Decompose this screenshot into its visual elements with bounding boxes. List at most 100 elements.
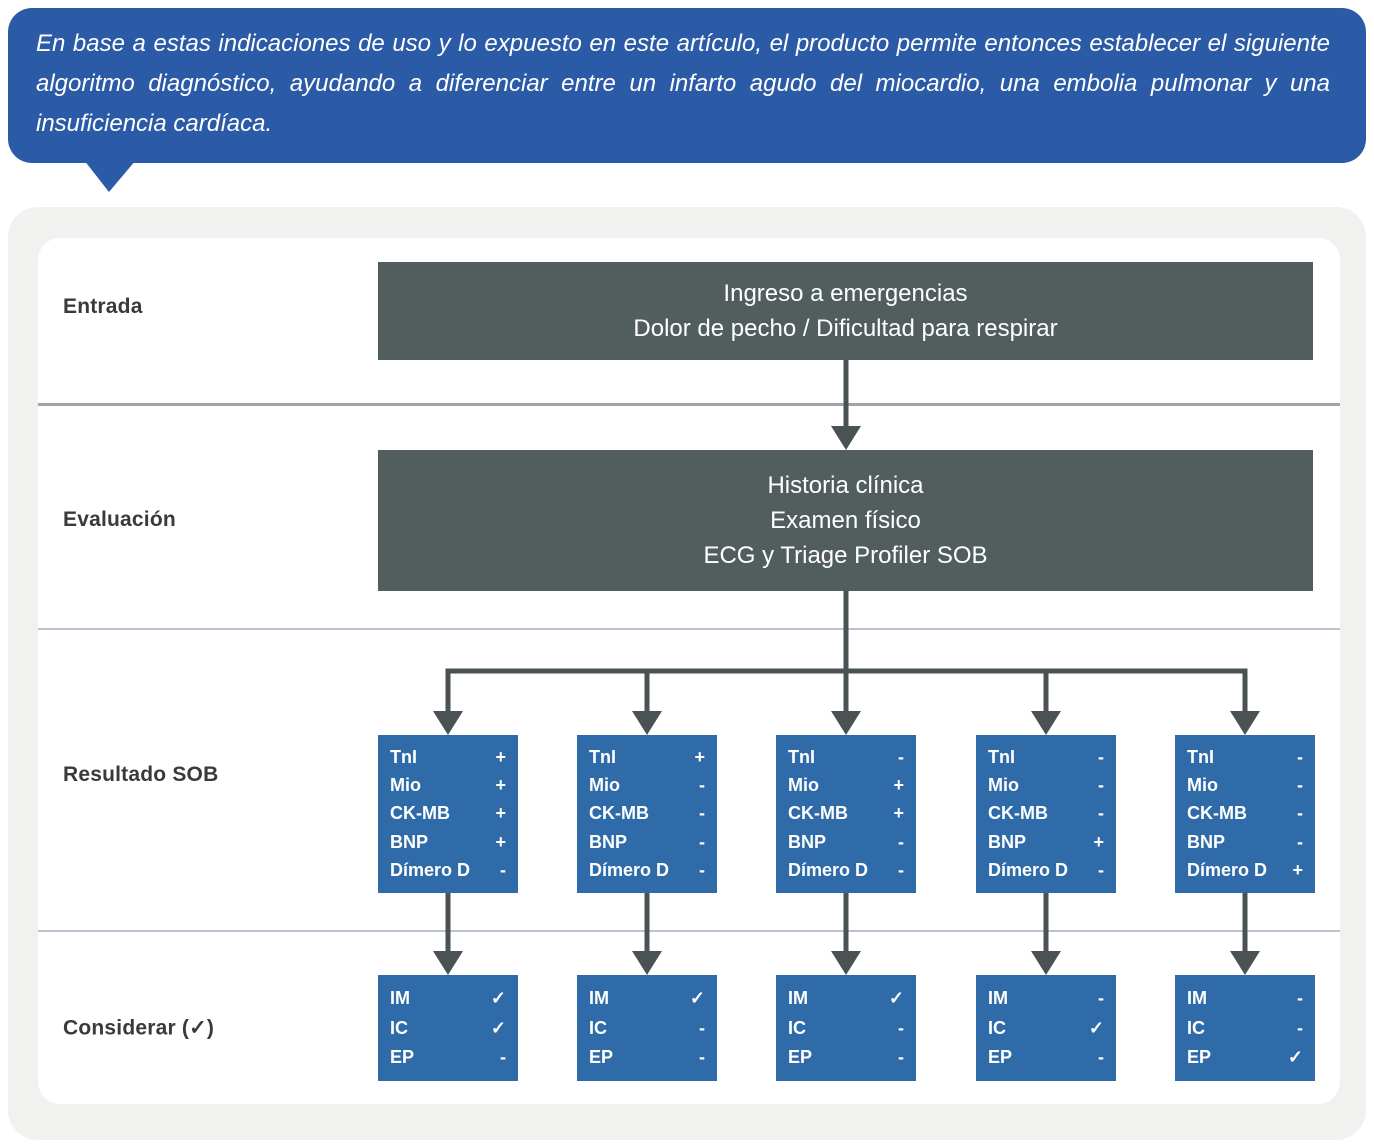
diagnosis-row: IC- [776, 1018, 916, 1039]
marker-row: BNP - [1175, 832, 1315, 853]
marker-value: - [500, 859, 506, 880]
marker-label: TnI [788, 747, 815, 768]
diagnosis-label: IC [788, 1017, 806, 1038]
marker-value: + [495, 747, 506, 768]
marker-value: - [1098, 803, 1104, 824]
marker-value: - [1297, 747, 1303, 768]
diagnosis-label: IM [988, 987, 1008, 1008]
diagnosis-value: - [1098, 1047, 1104, 1068]
consider-box-2: IM✓ IC- EP - [577, 975, 717, 1081]
marker-label: BNP [788, 831, 827, 852]
diagnosis-row: IC- [1175, 1018, 1315, 1039]
marker-row: BNP+ [976, 832, 1116, 853]
marker-value: - [699, 803, 705, 824]
diagnosis-label: EP [988, 1047, 1013, 1068]
diagnosis-row: IM✓ [776, 988, 916, 1009]
marker-value: + [1093, 831, 1104, 852]
marker-value: + [495, 803, 506, 824]
diagnosis-value: - [1297, 987, 1303, 1008]
marker-label: BNP [390, 831, 429, 852]
algorithm-card: Entrada Evaluación Resultado SOB Conside… [38, 238, 1340, 1104]
marker-label: CK-MB [390, 803, 450, 824]
marker-label: TnI [988, 747, 1015, 768]
entry-box: Ingreso a emergencias Dolor de pecho / D… [378, 262, 1313, 360]
marker-value: - [898, 747, 904, 768]
diagnosis-value: - [500, 1047, 506, 1068]
marker-row: Mio+ [378, 775, 518, 796]
marker-row: TnI- [1175, 747, 1315, 768]
arrowhead [831, 711, 861, 735]
marker-label: Dímero D [988, 859, 1069, 880]
arrowhead [433, 951, 463, 975]
consider-box-3: IM✓ IC- EP- [776, 975, 916, 1081]
marker-label: Mio [1187, 775, 1218, 796]
marker-row: CK-MB + [776, 803, 916, 824]
row-divider [38, 930, 1340, 932]
marker-row: Mio- [1175, 775, 1315, 796]
diagnosis-row: IM✓ [577, 988, 717, 1009]
marker-value: - [898, 859, 904, 880]
row-label-resultado-sob: Resultado SOB [63, 763, 219, 786]
diagnosis-row: EP - [976, 1047, 1116, 1068]
diagnosis-row: EP✓ [1175, 1047, 1315, 1068]
arrowhead [1031, 711, 1061, 735]
marker-label: Mio [988, 775, 1019, 796]
marker-row: Mio+ [776, 775, 916, 796]
marker-row: Dímero D + [1175, 860, 1315, 881]
marker-row: CK-MB + [378, 803, 518, 824]
diagnosis-value: - [699, 1047, 705, 1068]
marker-row: BNP + [378, 832, 518, 853]
marker-label: Dímero D [1187, 859, 1268, 880]
marker-row: BNP- [577, 832, 717, 853]
marker-label: Dímero D [390, 859, 471, 880]
diagnosis-label: IM [390, 987, 410, 1008]
marker-value: + [893, 803, 904, 824]
consider-box-4: IM - IC✓ EP - [976, 975, 1116, 1081]
sob-result-box-2: TnI+ Mio- CK-MB- BNP- Dímero D- [577, 735, 717, 893]
arrowhead [632, 711, 662, 735]
diagnosis-label: IC [1187, 1017, 1205, 1038]
diagnosis-label: IC [988, 1017, 1006, 1038]
marker-value: - [1098, 775, 1104, 796]
algorithm-panel: Entrada Evaluación Resultado SOB Conside… [8, 207, 1366, 1140]
diagnosis-row: EP - [577, 1047, 717, 1068]
marker-value: - [1297, 803, 1303, 824]
marker-value: - [1297, 831, 1303, 852]
arrowhead [433, 711, 463, 735]
evaluation-box: Historia clínica Examen físico ECG y Tri… [378, 450, 1313, 591]
arrowhead [632, 951, 662, 975]
arrowhead [1031, 951, 1061, 975]
diagnosis-value: ✓ [689, 987, 705, 1008]
consider-box-5: IM- IC- EP✓ [1175, 975, 1315, 1081]
marker-label: CK-MB [788, 803, 848, 824]
arrowhead [1230, 711, 1260, 735]
row-label-evaluacion: Evaluación [63, 508, 176, 531]
diagnosis-value: - [1098, 987, 1104, 1008]
diagnosis-value: ✓ [490, 1017, 506, 1038]
diagnosis-label: EP [390, 1047, 415, 1068]
diagnosis-label: IC [589, 1017, 607, 1038]
evaluation-box-line: Historia clínica [767, 472, 924, 499]
marker-value: - [699, 859, 705, 880]
diagnosis-row: IM✓ [378, 988, 518, 1009]
diagnosis-value: ✓ [1287, 1047, 1303, 1068]
row-label-considerar: Considerar (✓) [63, 1016, 215, 1040]
marker-row: TnI+ [577, 747, 717, 768]
marker-row: CK-MB- [1175, 803, 1315, 824]
callout-tail [84, 160, 136, 192]
arrowhead [831, 426, 861, 450]
marker-value: + [495, 831, 506, 852]
diagnosis-value: ✓ [888, 987, 904, 1008]
marker-value: - [1098, 859, 1104, 880]
diagnosis-row: IC✓ [976, 1018, 1116, 1039]
entry-box-line: Ingreso a emergencias [723, 280, 968, 307]
marker-value: + [1292, 859, 1303, 880]
diagnosis-label: EP [788, 1047, 813, 1068]
marker-value: - [699, 831, 705, 852]
marker-label: BNP [1187, 831, 1226, 852]
diagnosis-row: IC- [577, 1018, 717, 1039]
diagnosis-label: EP [589, 1047, 614, 1068]
marker-row: Dímero D - [976, 860, 1116, 881]
marker-value: + [893, 775, 904, 796]
sob-result-box-4: TnI- Mio- CK-MB- BNP+ Dímero D- [976, 735, 1116, 893]
